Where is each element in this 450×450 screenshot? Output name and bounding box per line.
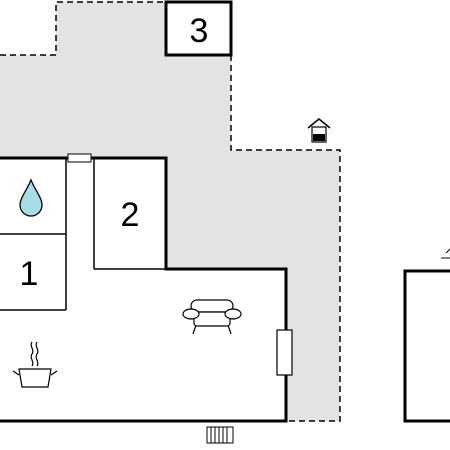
outdoor-area-boundary [0, 1, 341, 422]
radiator-icon [206, 426, 234, 444]
annex-building-wall [403, 269, 450, 423]
cooking-pot-icon [12, 341, 58, 388]
window-icon [67, 153, 92, 163]
annex-roof-mark-2 [445, 248, 450, 254]
room-label-2: 2 [121, 196, 140, 234]
house-floor [0, 158, 286, 421]
armchair-icon [182, 299, 242, 335]
house-icon [307, 118, 331, 143]
house-outer-wall [0, 156, 288, 423]
water-drop-icon [19, 178, 43, 217]
room-label-1: 1 [20, 255, 39, 293]
room-label-3: 3 [190, 12, 209, 50]
door-icon [276, 329, 293, 376]
room-3-box [164, 0, 233, 57]
